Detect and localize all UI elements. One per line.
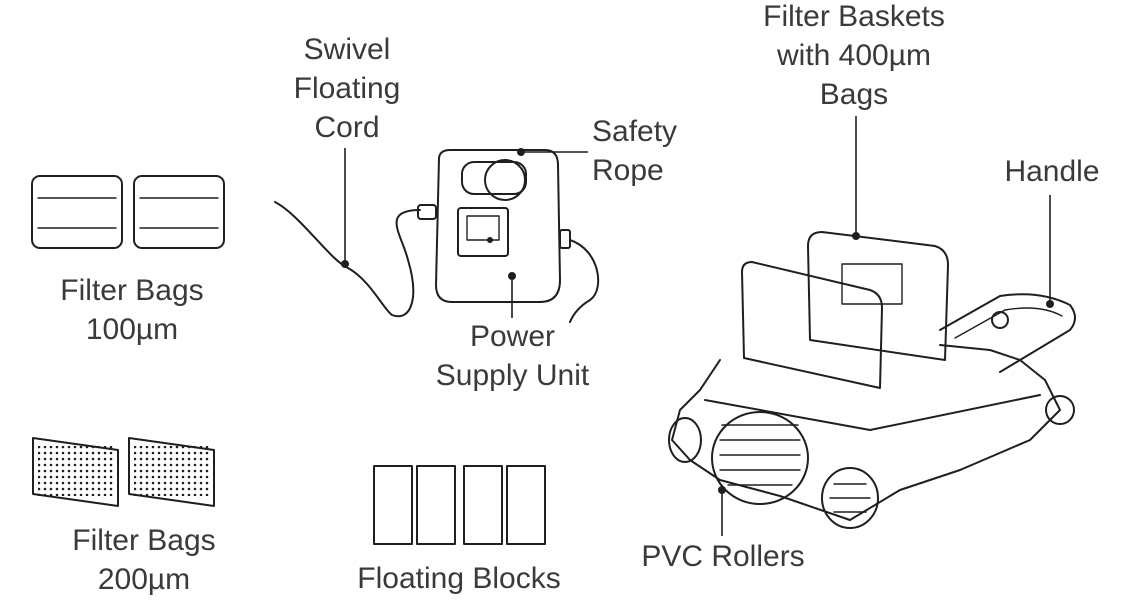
label-filter-baskets-line1: Filter Baskets [763,0,945,33]
label-handle-line1: Handle [1004,155,1100,188]
label-safety-rope: Safety Rope [592,112,677,190]
label-filter-baskets-line2: with 400µm [776,39,931,72]
label-swivel-cord-line2: Floating [293,72,401,105]
label-swivel-cord: Swivel Floating Cord [272,30,422,147]
label-filter-baskets: Filter Baskets with 400µm Bags [744,0,964,114]
leader-dot-safety-rope [517,148,525,156]
power-supply-unit-icon [274,149,600,323]
label-filter-baskets-line3: Bags [819,78,889,111]
label-filter-bags-100-line1: Filter Bags [60,274,204,307]
label-safety-rope-line1: Safety [592,115,678,148]
leader-lines [341,116,1054,536]
label-power-supply: Power Supply Unit [415,317,610,395]
label-swivel-cord-line1: Swivel [303,33,391,66]
filter-bag-100-icon [31,175,225,249]
label-filter-bags-100: Filter Bags 100µm [42,271,222,349]
label-power-supply-line1: Power [469,320,556,353]
label-pvc-rollers-line1: PVC Rollers [641,540,805,573]
label-handle: Handle [996,152,1108,191]
label-power-supply-line2: Supply Unit [435,359,590,392]
label-floating-blocks-line1: Floating Blocks [357,562,561,595]
pool-robot-icon [668,231,1076,529]
label-pvc-rollers: PVC Rollers [628,537,818,576]
leader-dot-swivel-cord [341,260,349,268]
label-filter-bags-200: Filter Bags 200µm [54,521,234,599]
leader-dot-filter-baskets [852,232,860,240]
label-filter-bags-200-line2: 200µm [97,563,191,596]
label-safety-rope-line2: Rope [592,154,664,187]
leader-dot-handle [1046,300,1054,308]
leader-dot-power-supply [508,272,516,280]
filter-bag-200-icon [32,437,215,507]
label-filter-bags-200-line1: Filter Bags [72,524,216,557]
label-filter-bags-100-line2: 100µm [85,313,179,346]
floating-block-icon [373,465,546,545]
label-floating-blocks: Floating Blocks [344,559,574,598]
leader-dot-pvc-rollers [718,486,726,494]
label-swivel-cord-line3: Cord [314,111,380,144]
